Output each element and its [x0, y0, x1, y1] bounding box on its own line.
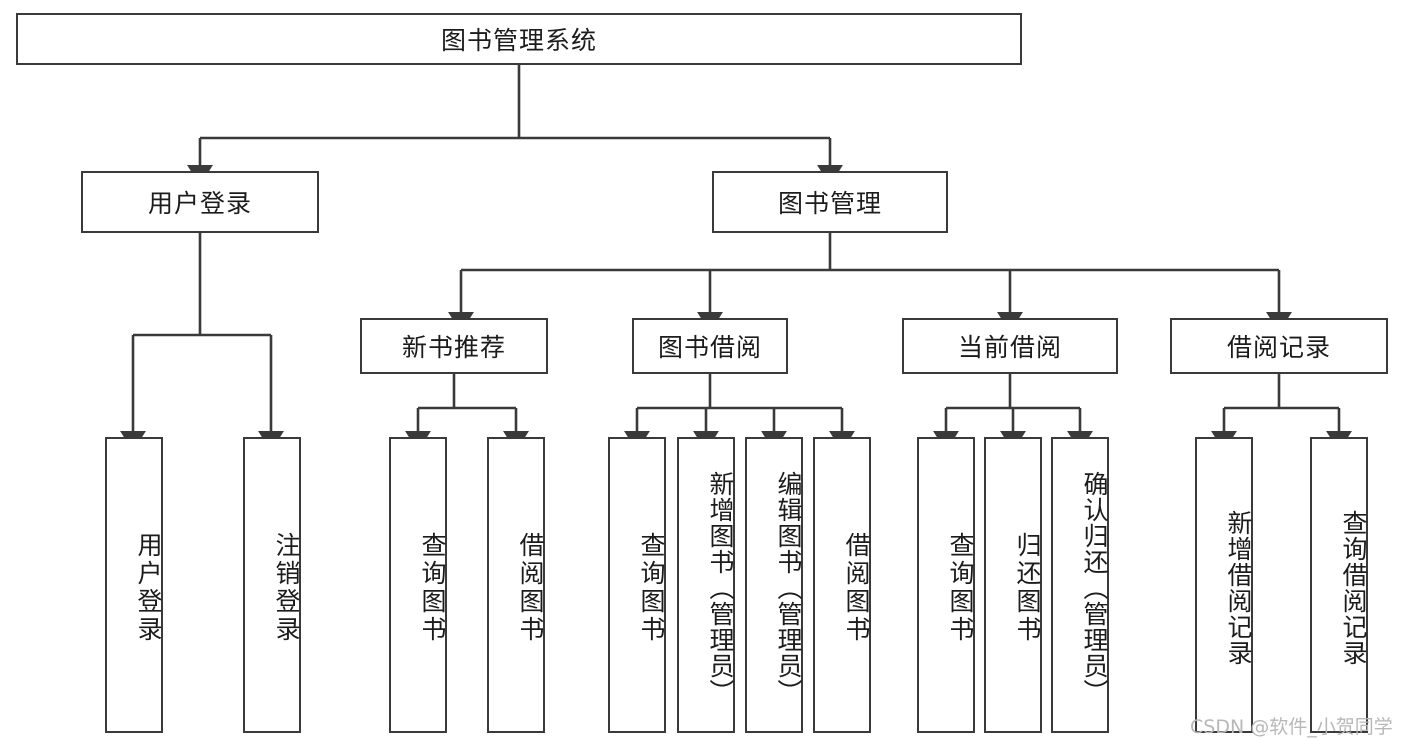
leaf-borrow-book-nbr-label: 借阅图书 [516, 532, 545, 644]
leaf-confirm-return-admin[interactable]: 确认归还（管理员） [1051, 437, 1109, 733]
node-borrow-record[interactable]: 借阅记录 [1170, 318, 1388, 374]
node-user-login[interactable]: 用户登录 [81, 171, 319, 233]
leaf-edit-book-admin[interactable]: 编辑图书（管理员） [745, 437, 803, 733]
node-new-book-recommend[interactable]: 新书推荐 [360, 318, 548, 374]
leaf-query-book-cb[interactable]: 查询图书 [917, 437, 975, 733]
leaf-query-book-cb-label: 查询图书 [946, 532, 975, 644]
leaf-user-login-label: 用户登录 [134, 532, 163, 644]
leaf-return-book[interactable]: 归还图书 [984, 437, 1042, 733]
node-current-borrow[interactable]: 当前借阅 [902, 318, 1118, 374]
leaf-edit-book-admin-label: 编辑图书（管理员） [774, 471, 803, 705]
node-root-label: 图书管理系统 [440, 26, 597, 55]
leaf-borrow-book-nbr[interactable]: 借阅图书 [487, 437, 545, 733]
leaf-borrow-book-bb-label: 借阅图书 [842, 532, 871, 644]
leaf-query-book-bb-label: 查询图书 [637, 532, 666, 644]
leaf-query-borrow-record[interactable]: 查询借阅记录 [1310, 437, 1368, 733]
node-borrow-record-label: 借阅记录 [1226, 333, 1331, 362]
leaf-add-borrow-record[interactable]: 新增借阅记录 [1195, 437, 1253, 733]
node-user-login-label: 用户登录 [147, 189, 252, 218]
leaf-logout-label: 注销登录 [272, 532, 301, 644]
node-book-borrow-label: 图书借阅 [657, 333, 762, 362]
leaf-user-login[interactable]: 用户登录 [105, 437, 163, 733]
leaf-add-borrow-record-label: 新增借阅记录 [1224, 510, 1253, 666]
leaf-query-book-bb[interactable]: 查询图书 [608, 437, 666, 733]
csdn-watermark: CSDN @软件_小贺同学 [1190, 716, 1393, 738]
node-book-borrow[interactable]: 图书借阅 [632, 318, 788, 374]
leaf-confirm-return-admin-label: 确认归还（管理员） [1080, 471, 1109, 705]
node-current-borrow-label: 当前借阅 [957, 333, 1062, 362]
leaf-logout[interactable]: 注销登录 [243, 437, 301, 733]
leaf-query-borrow-record-label: 查询借阅记录 [1339, 510, 1368, 666]
leaf-query-book-nbr[interactable]: 查询图书 [389, 437, 447, 733]
leaf-borrow-book-bb[interactable]: 借阅图书 [813, 437, 871, 733]
leaf-add-book-admin[interactable]: 新增图书（管理员） [677, 437, 735, 733]
node-book-management[interactable]: 图书管理 [712, 171, 948, 233]
leaf-query-book-nbr-label: 查询图书 [418, 532, 447, 644]
leaf-add-book-admin-label: 新增图书（管理员） [706, 471, 735, 705]
node-root[interactable]: 图书管理系统 [16, 13, 1022, 65]
leaf-return-book-label: 归还图书 [1013, 532, 1042, 644]
node-book-management-label: 图书管理 [777, 189, 882, 218]
node-new-book-recommend-label: 新书推荐 [401, 333, 506, 362]
